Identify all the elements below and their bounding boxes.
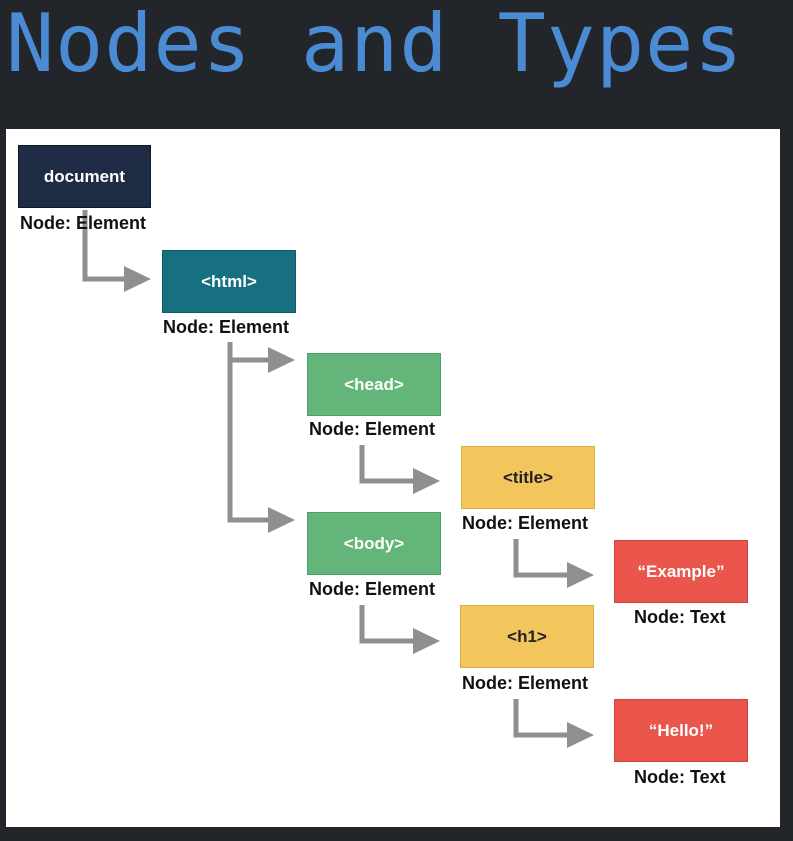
title-node-type: Node: Element bbox=[462, 513, 589, 533]
slide-title: Nodes and Types bbox=[6, 0, 744, 90]
body-node-type: Node: Element bbox=[309, 579, 436, 599]
arrow-html-body bbox=[227, 360, 268, 523]
html-node-type: Node: Element bbox=[163, 317, 290, 337]
title-node: <title> bbox=[461, 446, 595, 509]
connector-arrows bbox=[82, 210, 594, 748]
html-node: <html> bbox=[162, 250, 296, 313]
example-text-node: “Example” bbox=[614, 540, 748, 603]
hello-text-node: “Hello!” bbox=[614, 699, 748, 762]
head-node-type: Node: Element bbox=[309, 419, 436, 439]
document-node: document bbox=[18, 145, 151, 208]
arrow-body-h1 bbox=[359, 605, 413, 644]
example-text-node-type: Node: Text bbox=[634, 607, 726, 627]
h1-node: <h1> bbox=[460, 605, 594, 668]
arrow-title-example bbox=[513, 539, 567, 578]
arrow-h1-hello bbox=[513, 699, 567, 738]
arrow-document-html bbox=[82, 210, 124, 282]
body-node: <body> bbox=[307, 512, 441, 575]
arrow-html-head bbox=[227, 342, 268, 363]
document-node-type: Node: Element bbox=[20, 213, 147, 233]
head-node: <head> bbox=[307, 353, 441, 416]
h1-node-type: Node: Element bbox=[462, 673, 589, 693]
arrow-head-title bbox=[359, 445, 413, 484]
hello-text-node-type: Node: Text bbox=[634, 767, 726, 787]
dom-tree-diagram: document Node: Element <html> Node: Elem… bbox=[6, 129, 780, 827]
